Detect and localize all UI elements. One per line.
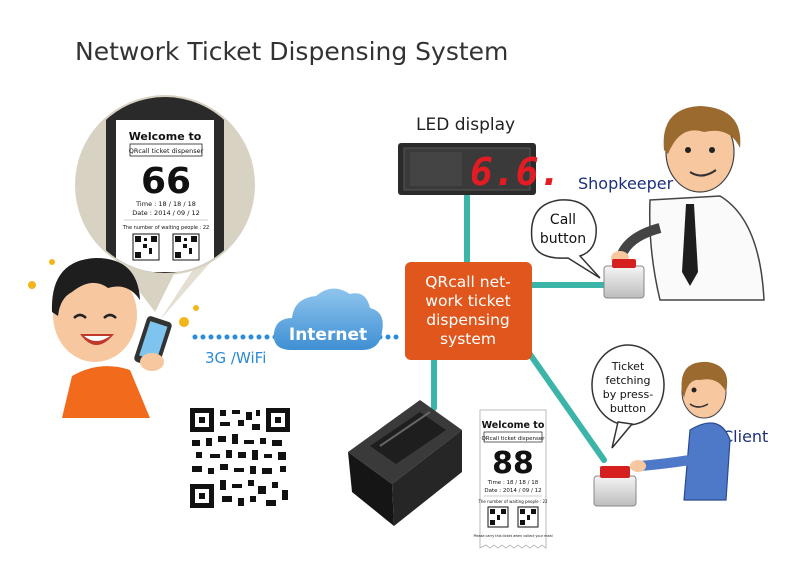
ticket-system-hub: QRcall net- work ticket dispensing syste… — [405, 262, 532, 360]
phone-ticket-time: Time : 18 / 18 / 18 — [135, 200, 196, 208]
paper-ticket-dispenser: QRcall ticket dispenser — [481, 436, 545, 442]
shopkeeper-call-bubble: Call button — [530, 199, 601, 279]
connectors — [431, 193, 607, 463]
page-title: Network Ticket Dispensing System — [75, 37, 508, 66]
phone-ticket-date: Date : 2014 / 09 / 12 — [132, 209, 200, 217]
hub-label-line4: system — [440, 330, 496, 348]
client-label: Client — [722, 427, 768, 446]
led-display: 6.6. — [398, 143, 562, 195]
ticket-bubble-line2: fetching — [606, 374, 651, 387]
paper-ticket-time: Time : 18 / 18 / 18 — [487, 480, 539, 486]
paper-ticket-waiting: The number of waiting people : 22 — [477, 499, 548, 504]
hub-label-line1: QRcall net- — [425, 273, 511, 291]
phone-ticket: Welcome to QRcall ticket dispenser 66 Ti… — [122, 130, 209, 261]
connector-client — [517, 337, 607, 463]
paper-ticket-footer: Please carry this ticket when collect yo… — [473, 534, 552, 538]
thermal-printer-icon — [348, 400, 462, 526]
phone-user-illustration — [28, 258, 199, 418]
ticket-bubble-line1: Ticket — [611, 360, 645, 373]
phone-ticket-waiting: The number of waiting people : 22 — [122, 225, 209, 231]
hub-label-line3: dispensing — [426, 311, 509, 329]
phone-ticket-number: 66 — [141, 161, 191, 202]
wireless-link-label: 3G /WiFi — [205, 349, 266, 367]
paper-ticket-qr-left — [487, 506, 509, 528]
paper-ticket: Welcome to QRcall ticket dispenser 88 Ti… — [473, 409, 553, 549]
internet-cloud-icon: Internet — [273, 288, 383, 350]
qr-code — [190, 408, 290, 508]
phone-ticket-dispenser: QRcall ticket dispenser — [129, 147, 204, 155]
paper-ticket-welcome: Welcome to — [482, 420, 545, 431]
paper-ticket-qr-right — [517, 506, 539, 528]
client-ticket-button-icon — [593, 466, 637, 507]
shopkeeper-label: Shopkeeper — [578, 174, 674, 193]
led-display-number: 6.6. — [470, 150, 562, 194]
client-ticket-bubble: Ticket fetching by press- button — [591, 344, 665, 449]
paper-ticket-number: 88 — [492, 446, 534, 481]
hub-label-line2: work ticket — [425, 292, 510, 310]
led-display-label: LED display — [416, 115, 515, 135]
call-bubble-line1: Call — [550, 212, 576, 228]
call-bubble-line2: button — [540, 231, 586, 247]
phone-ticket-qr-left — [132, 233, 160, 261]
shopkeeper-illustration — [611, 106, 765, 301]
phone-magnifier: Welcome to QRcall ticket dispenser 66 Ti… — [75, 95, 255, 320]
phone-ticket-qr-right — [172, 233, 200, 261]
phone-ticket-welcome: Welcome to — [129, 130, 202, 143]
paper-ticket-date: Date : 2014 / 09 / 12 — [484, 488, 541, 494]
ticket-bubble-line4: button — [610, 402, 646, 415]
client-illustration — [630, 361, 731, 501]
shopkeeper-call-button-icon — [603, 259, 645, 299]
internet-label: Internet — [289, 325, 367, 345]
ticket-bubble-line3: by press- — [603, 388, 653, 401]
